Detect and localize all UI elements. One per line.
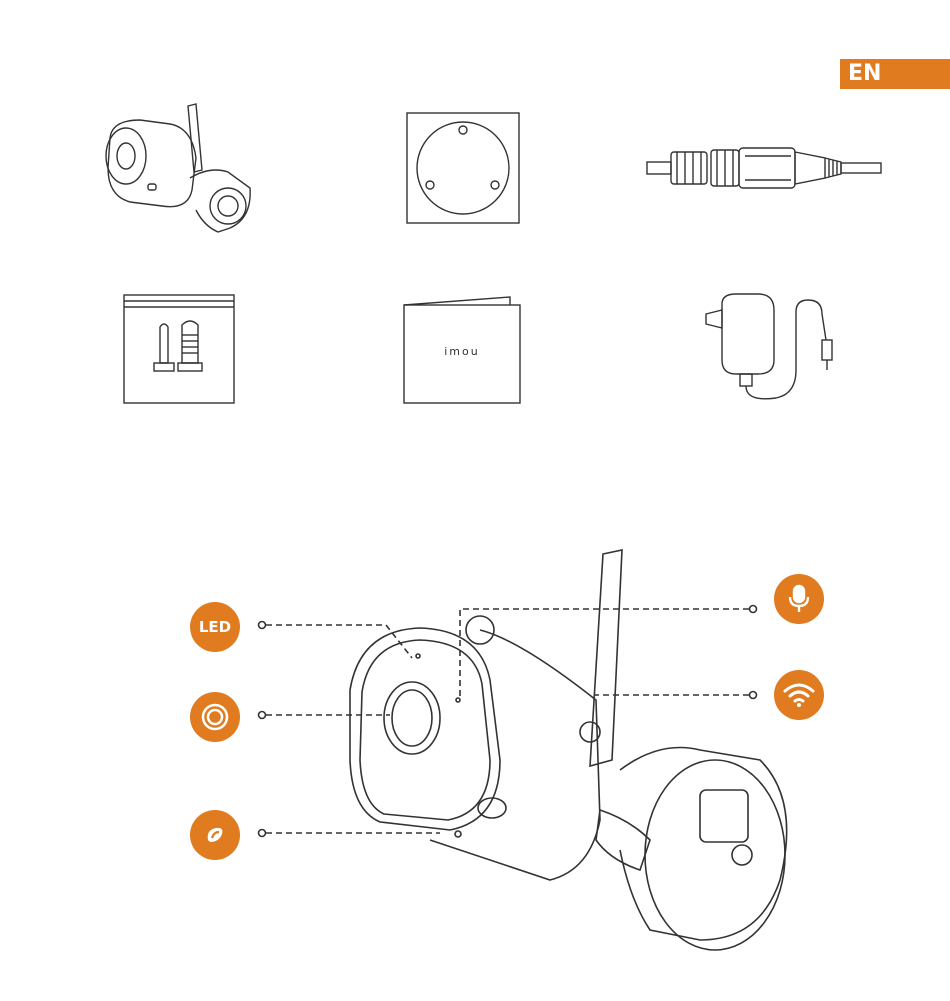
guide-brand-text: imou (444, 345, 479, 358)
camera-body-shape (430, 630, 600, 880)
camera-callout-diagram: LED (0, 520, 950, 1001)
lens-icon (190, 692, 240, 742)
language-tab: EN (840, 59, 950, 89)
camera-front-shape (350, 628, 500, 830)
led-badge: LED (190, 602, 240, 652)
waterproof-connector-icon (645, 142, 885, 194)
mount-base-shape (645, 760, 785, 950)
wifi-icon (774, 670, 824, 720)
led-leader-line (266, 625, 412, 658)
quick-start-guide-icon: imou (402, 293, 522, 407)
mounting-template-icon (405, 111, 521, 225)
screw-pack-icon (122, 293, 236, 405)
antenna-shape (590, 550, 622, 766)
reset-icon (190, 810, 240, 860)
led-badge-label: LED (199, 618, 231, 636)
microphone-icon (774, 574, 824, 624)
mic-leader-line (460, 609, 749, 698)
camera-icon (100, 98, 260, 238)
power-adapter-icon (696, 290, 856, 406)
